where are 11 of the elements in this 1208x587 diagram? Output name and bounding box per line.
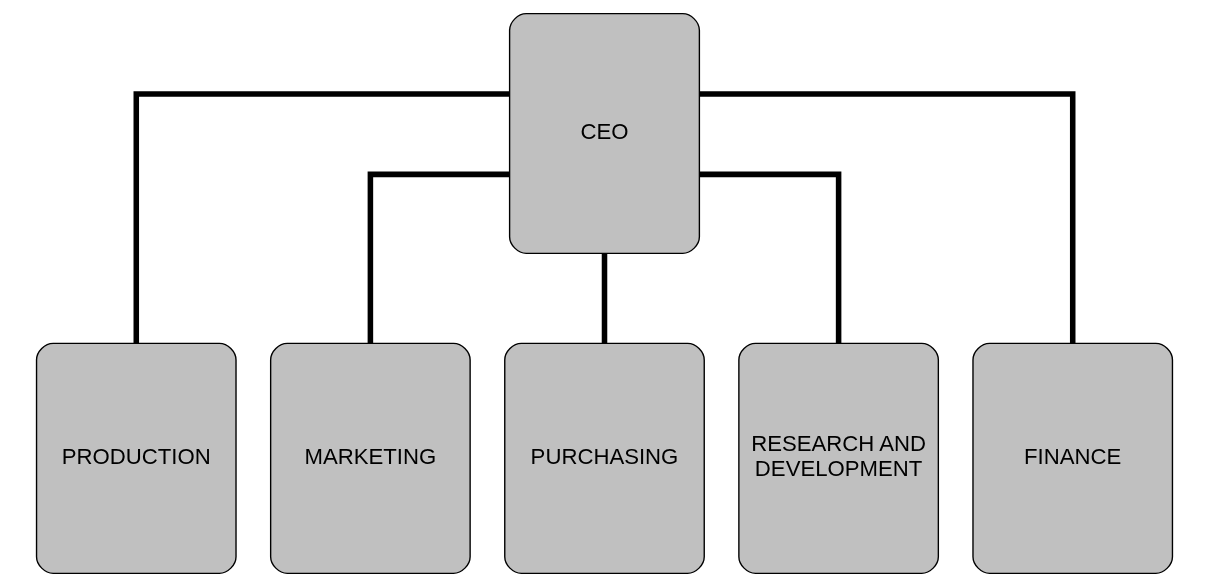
node-box: CEO [508,13,700,255]
node-box: PRODUCTION [35,342,237,574]
connector [601,253,607,344]
connector [367,171,509,344]
node-box: MARKETING [269,342,471,574]
node-box: PURCHASING [503,342,705,574]
node-box: FINANCE [971,342,1173,574]
connector [699,171,841,344]
connector [133,91,509,344]
connector [699,91,1075,344]
node-box: RESEARCH AND DEVELOPMENT [737,342,939,574]
